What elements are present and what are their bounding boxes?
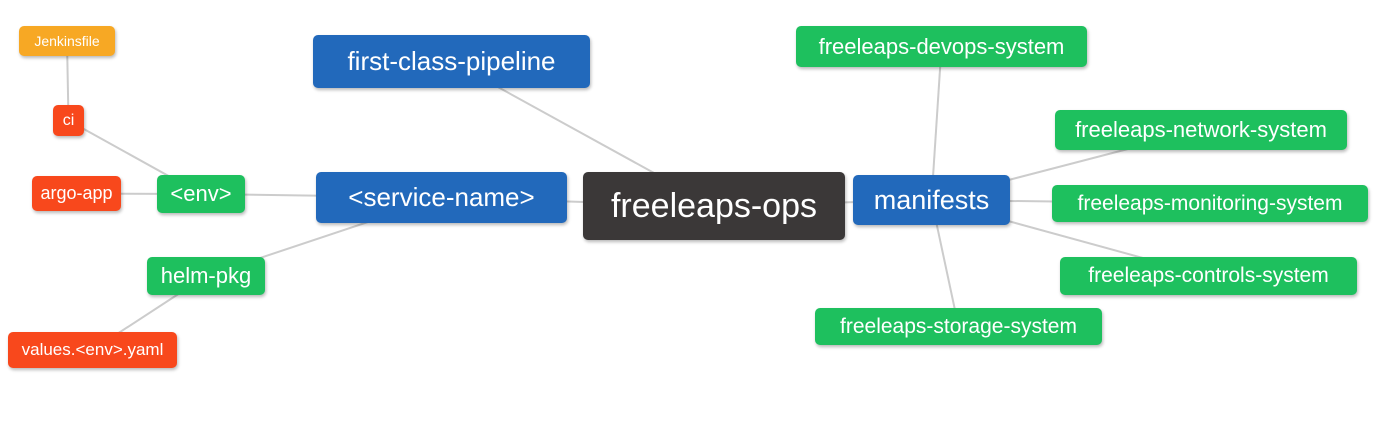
node-manifests[interactable]: manifests <box>853 175 1010 225</box>
node-freeleaps-controls-system[interactable]: freeleaps-controls-system <box>1060 257 1357 295</box>
node-ci[interactable]: ci <box>53 105 84 136</box>
node-argo-app[interactable]: argo-app <box>32 176 121 211</box>
node-first-class-pipeline[interactable]: first-class-pipeline <box>313 35 590 88</box>
node-jenkinsfile[interactable]: Jenkinsfile <box>19 26 115 56</box>
node-service-name[interactable]: <service-name> <box>316 172 567 223</box>
edge-manifests--freeleaps-devops-system <box>930 46 943 201</box>
node-helm-pkg[interactable]: helm-pkg <box>147 257 265 295</box>
node-freeleaps-devops-system[interactable]: freeleaps-devops-system <box>796 26 1087 67</box>
node-values-env-yaml[interactable]: values.<env>.yaml <box>8 332 177 368</box>
node-env[interactable]: <env> <box>157 175 245 213</box>
node-freeleaps-monitoring-system[interactable]: freeleaps-monitoring-system <box>1052 185 1368 222</box>
node-freeleaps-network-system[interactable]: freeleaps-network-system <box>1055 110 1347 150</box>
node-freeleaps-storage-system[interactable]: freeleaps-storage-system <box>815 308 1102 345</box>
node-freeleaps-ops[interactable]: freeleaps-ops <box>583 172 845 240</box>
